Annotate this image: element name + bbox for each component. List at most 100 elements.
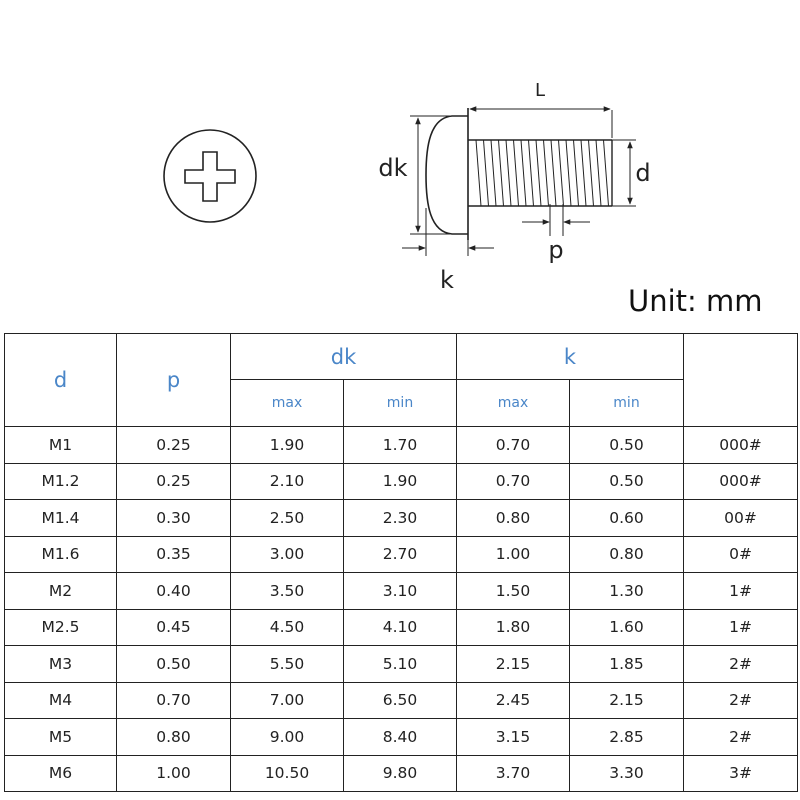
header-d: d (4, 333, 117, 427)
pan-head-screw-side-view (425, 108, 613, 240)
cell-k-max: 3.15 (456, 718, 570, 756)
cell-k-min: 0.60 (568, 499, 685, 537)
cell-k-max: 2.45 (456, 681, 570, 719)
thread-line (595, 139, 602, 207)
cell-p: 0.25 (116, 462, 231, 500)
cell-dk-min: 8.40 (343, 718, 457, 756)
header-k-max: max (456, 379, 570, 427)
cell-k-max: 0.80 (456, 499, 570, 537)
head-height-dimension: k (402, 208, 494, 294)
cell-k-max: 0.70 (456, 462, 570, 500)
cell-k-min: 0.80 (568, 535, 685, 573)
cell-dk-min: 6.50 (343, 681, 457, 719)
cell-drive: 2# (683, 645, 799, 683)
screw-drawing: L dk d k p (163, 80, 651, 294)
header-p: p (116, 333, 231, 427)
pitch-dimension: p (522, 204, 590, 264)
thread-line (505, 139, 512, 207)
cell-dk-min: 1.90 (343, 462, 457, 500)
thread-diameter-label: d (635, 159, 650, 187)
cell-k-max: 1.50 (456, 572, 570, 610)
thread-line (490, 139, 497, 207)
cell-k-min: 3.30 (568, 754, 685, 792)
header-k-min: min (568, 379, 685, 427)
thread-line (543, 139, 549, 207)
cell-k-min: 0.50 (568, 426, 685, 464)
header-dk: dk (230, 333, 457, 380)
cell-d: M5 (4, 718, 117, 756)
cell-k-max: 3.70 (456, 754, 570, 792)
thread-line (520, 139, 527, 207)
cell-k-min: 2.15 (568, 681, 685, 719)
cell-k-max: 0.70 (456, 426, 570, 464)
phillips-cross-head-icon (163, 129, 257, 223)
cell-d: M6 (4, 754, 117, 792)
cell-p: 1.00 (116, 754, 231, 792)
cell-dk-min: 9.80 (343, 754, 457, 792)
header-k: k (455, 333, 685, 380)
cell-dk-max: 4.50 (230, 608, 344, 646)
thread-line (528, 139, 534, 207)
pitch-label: p (548, 236, 563, 264)
cell-drive: 2# (683, 681, 799, 719)
thread-diameter-dimension: d (612, 139, 651, 207)
cell-d: M1.4 (4, 499, 117, 537)
cell-drive: 1# (683, 572, 799, 610)
thread-line (588, 139, 594, 207)
thread-line (475, 139, 482, 207)
header-dk-min: min (343, 379, 457, 427)
cell-d: M2.5 (4, 608, 117, 646)
cell-drive: 1# (683, 608, 799, 646)
cell-dk-max: 2.10 (230, 462, 344, 500)
cell-drive: 3# (683, 754, 799, 792)
cell-d: M4 (4, 681, 117, 719)
table-subheader-row: max min max min (5, 379, 798, 427)
cell-dk-max: 3.50 (230, 572, 344, 610)
head-height-label: k (440, 266, 454, 294)
cell-dk-min: 3.10 (343, 572, 457, 610)
cell-d: M2 (4, 572, 117, 610)
cell-dk-max: 7.00 (230, 681, 344, 719)
thread-line (558, 139, 564, 207)
length-dimension: L (469, 80, 613, 138)
cell-p: 0.40 (116, 572, 231, 610)
cell-p: 0.70 (116, 681, 231, 719)
thread-line (580, 139, 587, 207)
thread-line (483, 139, 489, 207)
cell-k-min: 2.85 (568, 718, 685, 756)
cell-d: M1.2 (4, 462, 117, 500)
cell-k-max: 1.00 (456, 535, 570, 573)
cell-drive: 2# (683, 718, 799, 756)
cell-dk-min: 2.30 (343, 499, 457, 537)
thread-line (573, 139, 579, 207)
cell-d: M1.6 (4, 535, 117, 573)
cell-drive: 0# (683, 535, 799, 573)
head-diameter-dimension: dk (378, 115, 450, 235)
thread-line (565, 139, 572, 207)
cell-dk-max: 2.50 (230, 499, 344, 537)
cell-p: 0.30 (116, 499, 231, 537)
cell-dk-max: 10.50 (230, 754, 344, 792)
cell-dk-max: 1.90 (230, 426, 344, 464)
thread-line (513, 139, 519, 207)
cell-dk-min: 5.10 (343, 645, 457, 683)
table-header-row: d p dk k (4, 333, 799, 427)
cell-dk-min: 1.70 (343, 426, 457, 464)
cell-p: 0.35 (116, 535, 231, 573)
cell-d: M3 (4, 645, 117, 683)
header-drive (683, 333, 799, 427)
thread-line (498, 139, 504, 207)
cell-k-min: 1.85 (568, 645, 685, 683)
cell-dk-max: 3.00 (230, 535, 344, 573)
cell-p: 0.50 (116, 645, 231, 683)
cell-dk-min: 2.70 (343, 535, 457, 573)
unit-label: Unit: mm (628, 284, 763, 318)
